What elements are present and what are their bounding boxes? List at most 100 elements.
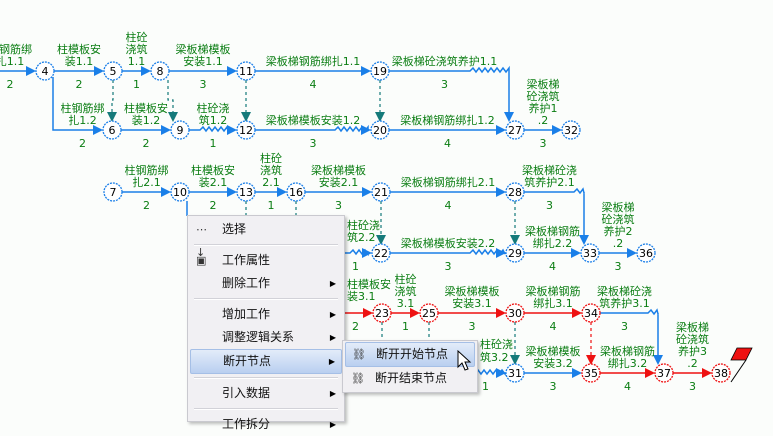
- activity[interactable]: 梁板梯模板安装2.13: [305, 163, 372, 212]
- event-node[interactable]: 33: [580, 243, 600, 263]
- activity[interactable]: 梁板梯模板安装1.13: [169, 42, 237, 91]
- event-node[interactable]: 6: [102, 120, 122, 140]
- node-circle: [103, 61, 123, 81]
- arrowhead-icon: [496, 125, 506, 135]
- activity[interactable]: 梁板梯模板安装1.23: [255, 113, 371, 150]
- activity[interactable]: 梁板梯钢筋绑扎2.24: [524, 224, 581, 273]
- activity-line[interactable]: [600, 308, 659, 355]
- event-node[interactable]: 31: [505, 363, 525, 383]
- dummy-activity[interactable]: [167, 80, 178, 122]
- event-node[interactable]: 35: [581, 363, 601, 383]
- event-node[interactable]: 30: [505, 303, 525, 323]
- menu-item-disconnect-node[interactable]: 断开节点▶: [190, 349, 342, 374]
- event-node[interactable]: 19: [370, 61, 390, 81]
- event-node[interactable]: 38: [711, 363, 731, 383]
- event-node[interactable]: 32: [561, 120, 581, 140]
- menu-item-split-work[interactable]: 工作拆分▶: [190, 413, 342, 436]
- node-circle: [505, 182, 525, 202]
- event-node[interactable]: 23: [372, 303, 392, 323]
- dummy-activity[interactable]: [107, 80, 117, 122]
- dummy-activity[interactable]: [375, 80, 385, 122]
- activity-line[interactable]: [255, 124, 369, 133]
- event-node[interactable]: 8: [150, 61, 170, 81]
- activity-line[interactable]: [389, 65, 510, 112]
- event-node[interactable]: 37: [654, 363, 674, 383]
- event-node[interactable]: 10: [170, 182, 190, 202]
- submenu-arrow-icon: ▶: [329, 279, 336, 288]
- menu-item-adjust-logic[interactable]: 调整逻辑关系▶: [190, 326, 342, 349]
- activity-line[interactable]: [524, 187, 585, 235]
- event-node[interactable]: 12: [236, 120, 256, 140]
- dummy-activity[interactable]: [510, 322, 520, 365]
- dummy-activity[interactable]: [586, 322, 596, 365]
- activity-name: 梁板梯钢筋绑扎1.2: [400, 113, 495, 127]
- menu-item-disconnect-end-node[interactable]: ⛓断开结束节点: [345, 367, 475, 390]
- event-node[interactable]: 28: [505, 182, 525, 202]
- event-node[interactable]: 22: [371, 243, 391, 263]
- menu-label: 调整逻辑关系: [222, 330, 295, 344]
- node-circle: [236, 182, 256, 202]
- menu-item-add-work[interactable]: 增加工作▶: [190, 303, 342, 326]
- menu-item-disconnect-start-node[interactable]: ⛓断开开始节点: [345, 342, 475, 367]
- activity[interactable]: 梁板梯钢筋绑扎1.24: [389, 113, 506, 150]
- activity-line[interactable]: [390, 248, 506, 256]
- event-node[interactable]: 25: [419, 303, 439, 323]
- node-number: 23: [375, 307, 389, 320]
- activity-duration: 2: [210, 199, 217, 212]
- activity[interactable]: 梁板梯钢筋绑扎2.14: [390, 175, 506, 212]
- event-node[interactable]: 11: [236, 61, 256, 81]
- arrowhead-icon: [496, 248, 506, 258]
- menu-item-select[interactable]: ⋯↓选择: [190, 218, 342, 259]
- event-node[interactable]: 27: [505, 120, 525, 140]
- event-node[interactable]: 20: [370, 120, 390, 140]
- event-node[interactable]: 9: [170, 120, 190, 140]
- event-node[interactable]: 7: [103, 182, 123, 202]
- menu-item-delete-work[interactable]: 删除工作▶: [190, 272, 342, 295]
- activity-duration: 1: [482, 380, 489, 393]
- dummy-activity[interactable]: [241, 80, 251, 122]
- menu-item-import-data[interactable]: 引入数据▶: [190, 382, 342, 405]
- arrowhead-icon: [375, 112, 385, 122]
- event-node[interactable]: 36: [636, 243, 656, 263]
- event-node[interactable]: 13: [236, 182, 256, 202]
- activity-name: 安装3.2: [533, 356, 573, 370]
- activity-line[interactable]: [189, 125, 229, 133]
- event-node[interactable]: 5: [103, 61, 123, 81]
- event-node[interactable]: 21: [371, 182, 391, 202]
- activity[interactable]: 梁板梯砼浇筑养护1.13: [389, 54, 514, 122]
- dummy-activity[interactable]: [376, 201, 386, 245]
- event-node[interactable]: 4: [35, 61, 55, 81]
- activity[interactable]: 梁板梯模板安装2.23: [390, 236, 506, 273]
- event-node[interactable]: 34: [581, 303, 601, 323]
- menu-item-work-properties[interactable]: ▣工作属性: [190, 249, 342, 272]
- event-node[interactable]: 16: [286, 182, 306, 202]
- menu-separator: [194, 377, 338, 379]
- event-node[interactable]: 29: [505, 243, 525, 263]
- dummy-activity[interactable]: [510, 201, 520, 245]
- activity[interactable]: 梁板梯砼浇筑养护1.23: [524, 77, 562, 150]
- activity[interactable]: 梁板梯钢筋绑扎1.14: [255, 54, 371, 91]
- activity-line[interactable]: [52, 77, 94, 131]
